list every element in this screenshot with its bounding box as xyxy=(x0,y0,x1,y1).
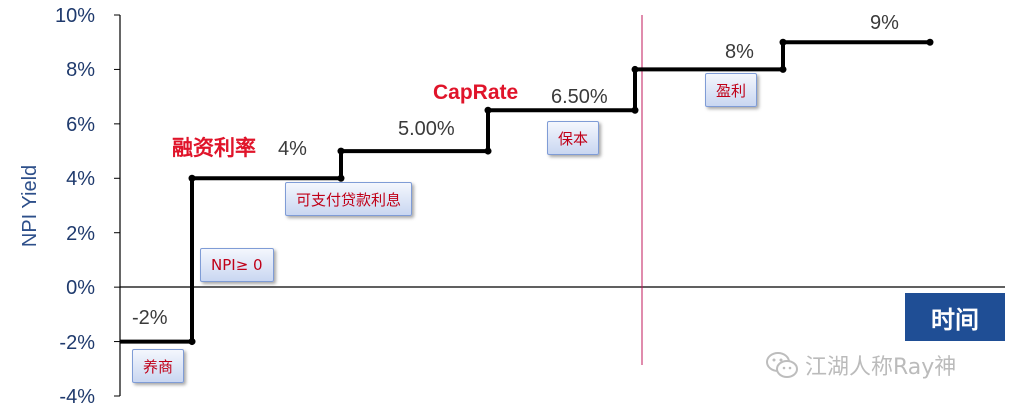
caprate-label: CapRate xyxy=(433,81,518,104)
step-point xyxy=(779,38,787,46)
financing-rate-label: 融资利率 xyxy=(172,136,256,160)
y-tick-label: 8% xyxy=(66,59,95,81)
step-label: 9% xyxy=(870,12,899,34)
step-line xyxy=(120,40,930,344)
step-label: -2% xyxy=(132,307,168,329)
box-can-pay-interest: 可支付贷款利息 xyxy=(285,182,413,216)
watermark-text: 江湖人称Ray神 xyxy=(805,355,957,380)
step-point xyxy=(631,65,639,73)
step-label: 6.50% xyxy=(551,86,608,108)
step-point xyxy=(337,147,345,155)
step-point xyxy=(631,106,639,114)
step-point xyxy=(337,174,345,182)
step-label: 4% xyxy=(278,138,307,160)
step-point xyxy=(188,174,196,182)
step-point xyxy=(926,38,934,46)
y-tick-label: 10% xyxy=(55,5,95,27)
y-tick-label: 2% xyxy=(66,223,95,245)
y-tick-label: 0% xyxy=(66,277,95,299)
step-point xyxy=(484,147,492,155)
box-yangshang: 养商 xyxy=(132,349,185,383)
step-label: 8% xyxy=(725,41,754,63)
step-label: 5.00% xyxy=(398,118,455,140)
step-point xyxy=(188,338,196,346)
y-tick-label: -4% xyxy=(59,386,95,408)
step-point xyxy=(779,65,787,73)
box-breakeven: 保本 xyxy=(547,121,600,155)
y-axis-label: NPI Yield xyxy=(19,165,41,247)
box-profit: 盈利 xyxy=(705,73,758,107)
y-tick-label: 4% xyxy=(66,168,95,190)
step-point xyxy=(484,106,492,114)
y-tick-label: 6% xyxy=(66,114,95,136)
box-npi-nonnegative: NPI≥ 0 xyxy=(200,248,274,282)
step-points xyxy=(188,38,934,346)
wechat-icon xyxy=(766,352,798,378)
x-axis-label: 时间 xyxy=(905,293,1005,341)
y-tick-marks xyxy=(114,14,120,397)
watermark: 江湖人称Ray神 xyxy=(765,350,956,380)
y-tick-label: -2% xyxy=(59,332,95,354)
